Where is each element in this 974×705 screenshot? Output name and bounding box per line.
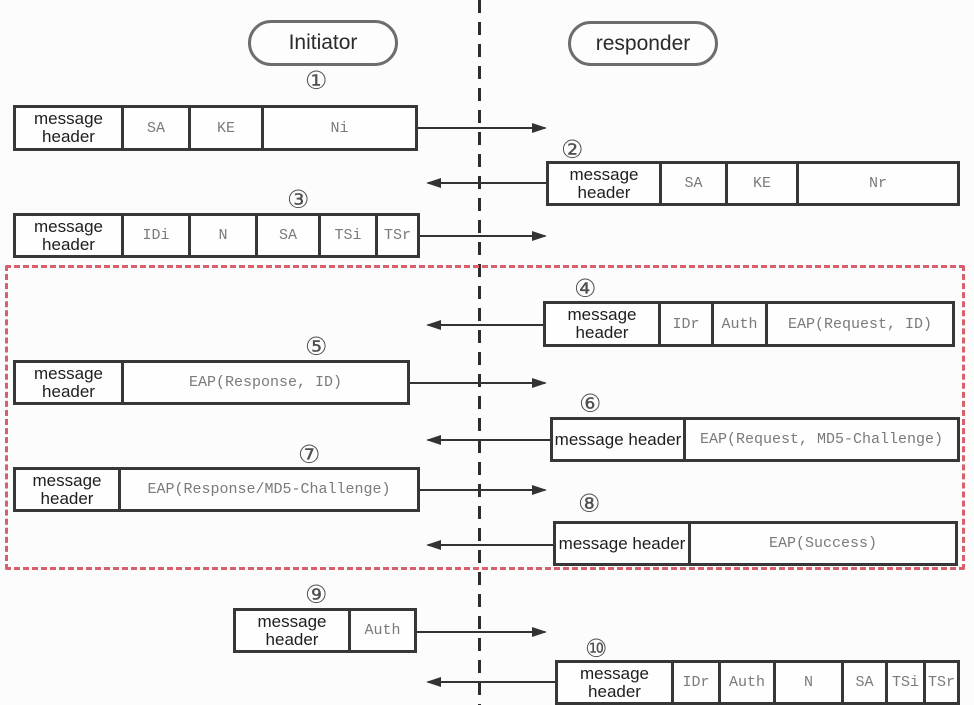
- step-number: ③: [287, 185, 310, 214]
- payload-cell: Auth: [348, 611, 414, 650]
- message-box: message header Auth: [233, 608, 417, 653]
- payload-cell: SA: [841, 663, 885, 702]
- message-header-cell: message header: [558, 533, 686, 553]
- payload-cell: IDi: [121, 216, 188, 255]
- arrowhead-icon: [532, 378, 547, 388]
- payload-cell: TSi: [885, 663, 923, 702]
- payload-cell: EAP(Request, ID): [765, 304, 952, 344]
- message-header-cell: message header: [34, 109, 103, 146]
- message-arrow-right: [420, 231, 547, 241]
- message-arrow-right: [420, 485, 547, 495]
- payload-cell: TSr: [923, 663, 957, 702]
- step-number: ④: [574, 274, 597, 303]
- arrowhead-icon: [426, 435, 441, 445]
- step-number: ①: [305, 66, 328, 95]
- message-box: message header EAP(Response, ID): [13, 360, 410, 405]
- responder-label: responder: [595, 31, 691, 55]
- arrowhead-icon: [426, 677, 441, 687]
- message-arrow-left: [426, 320, 543, 330]
- message-arrow-left: [426, 677, 555, 687]
- message-box: message header EAP(Response/MD5-Challenge…: [13, 467, 420, 512]
- arrowhead-icon: [532, 231, 547, 241]
- payload-cell: TSi: [318, 216, 375, 255]
- message-arrow-right: [417, 627, 547, 637]
- step-number: ②: [561, 135, 584, 164]
- arrowhead-icon: [532, 485, 547, 495]
- step-number: ⑨: [305, 580, 328, 609]
- message-arrow-left: [426, 435, 550, 445]
- step-number: ⑧: [578, 489, 601, 518]
- step-number: ⑩: [585, 634, 608, 663]
- payload-cell: EAP(Response, ID): [121, 363, 407, 402]
- arrowhead-icon: [426, 540, 441, 550]
- initiator-pill: Initiator: [248, 20, 398, 66]
- payload-cell: Auth: [718, 663, 773, 702]
- payload-cell: TSr: [375, 216, 417, 255]
- message-arrow-left: [426, 178, 546, 188]
- message-arrow-right: [418, 123, 547, 133]
- message-arrow-left: [426, 540, 553, 550]
- payload-cell: SA: [121, 108, 188, 148]
- arrowhead-icon: [532, 123, 547, 133]
- message-header-cell: message header: [580, 663, 649, 701]
- payload-cell: EAP(Success): [688, 524, 955, 563]
- message-header-cell: message header: [257, 611, 327, 649]
- message-header-cell: message header: [34, 216, 103, 254]
- payload-cell: SA: [659, 164, 725, 203]
- payload-cell: EAP(Request, MD5-Challenge): [683, 420, 957, 459]
- message-header-cell: message header: [32, 470, 102, 508]
- eap-phase-dashed-box: [5, 265, 965, 570]
- payload-cell: Nr: [796, 164, 957, 203]
- payload-cell: EAP(Response/MD5-Challenge): [118, 470, 417, 509]
- center-dashed-line: [478, 0, 481, 705]
- message-header-cell: message header: [34, 363, 103, 401]
- responder-pill: responder: [568, 21, 718, 66]
- payload-cell: Auth: [711, 304, 765, 344]
- message-header-cell: message header: [567, 305, 637, 342]
- payload-cell: Ni: [261, 108, 415, 148]
- payload-cell: SA: [255, 216, 318, 255]
- step-number: ⑤: [305, 332, 328, 361]
- payload-cell: N: [188, 216, 255, 255]
- message-arrow-right: [410, 378, 547, 388]
- payload-cell: IDr: [658, 304, 711, 344]
- initiator-label: Initiator: [288, 31, 358, 54]
- step-number: ⑥: [579, 389, 602, 418]
- payload-cell: N: [773, 663, 841, 702]
- message-header-cell: message header: [569, 164, 639, 202]
- step-number: ⑦: [298, 440, 321, 469]
- payload-cell: KE: [188, 108, 261, 148]
- payload-cell: IDr: [671, 663, 718, 702]
- arrowhead-icon: [426, 320, 441, 330]
- payload-cell: KE: [725, 164, 796, 203]
- message-header-cell: message header: [554, 429, 682, 449]
- arrowhead-icon: [532, 627, 547, 637]
- arrowhead-icon: [426, 178, 441, 188]
